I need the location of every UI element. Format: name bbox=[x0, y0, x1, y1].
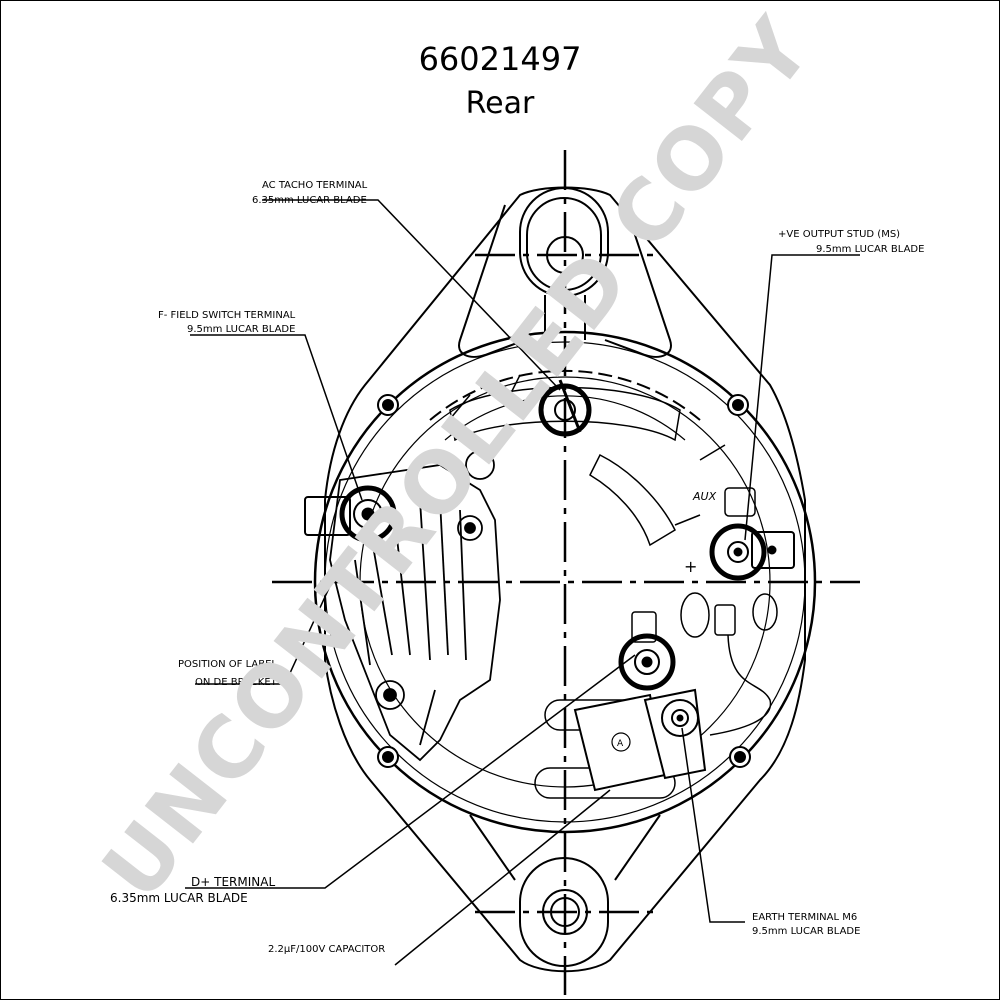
wire-lead bbox=[680, 592, 778, 736]
leader-lines bbox=[185, 199, 860, 966]
part-number-title: 66021497 bbox=[418, 40, 582, 78]
aux-marking: AUX bbox=[692, 490, 717, 503]
dplus-terminal bbox=[618, 611, 676, 691]
field-label-2: 9.5mm LUCAR BLADE bbox=[187, 324, 295, 335]
a-marking: A bbox=[617, 739, 624, 749]
earth-label-2: 9.5mm LUCAR BLADE bbox=[752, 926, 860, 937]
callouts: AC TACHO TERMINAL 6.35mm LUCAR BLADE +VE… bbox=[110, 180, 924, 955]
earth-label-1: EARTH TERMINAL M6 bbox=[752, 912, 857, 923]
housing bbox=[313, 330, 817, 834]
dplus-label-1: D+ TERMINAL bbox=[191, 875, 275, 889]
earth-terminal bbox=[643, 688, 707, 780]
view-title: Rear bbox=[465, 86, 535, 121]
output-stud bbox=[709, 487, 795, 581]
output-label-1: +VE OUTPUT STUD (MS) bbox=[778, 229, 900, 240]
ac-tacho-label-1: AC TACHO TERMINAL bbox=[262, 180, 368, 191]
dplus-label-2: 6.35mm LUCAR BLADE bbox=[110, 891, 248, 905]
label-position-2: ON DE BRACKET bbox=[195, 677, 278, 688]
label-position-1: POSITION OF LABEL bbox=[178, 659, 277, 670]
mounting-lugs bbox=[324, 186, 806, 973]
corner-bolts bbox=[377, 394, 751, 768]
regulator bbox=[329, 450, 501, 762]
plus-marking: + bbox=[684, 557, 697, 576]
field-label-1: F- FIELD SWITCH TERMINAL bbox=[158, 310, 296, 321]
capacitor-label: 2.2µF/100V CAPACITOR bbox=[268, 944, 385, 955]
ac-tacho-label-2: 6.35mm LUCAR BLADE bbox=[252, 195, 367, 206]
ac-tacho-terminal bbox=[538, 379, 592, 437]
output-label-2: 9.5mm LUCAR BLADE bbox=[816, 244, 924, 255]
field-terminal bbox=[304, 485, 397, 543]
